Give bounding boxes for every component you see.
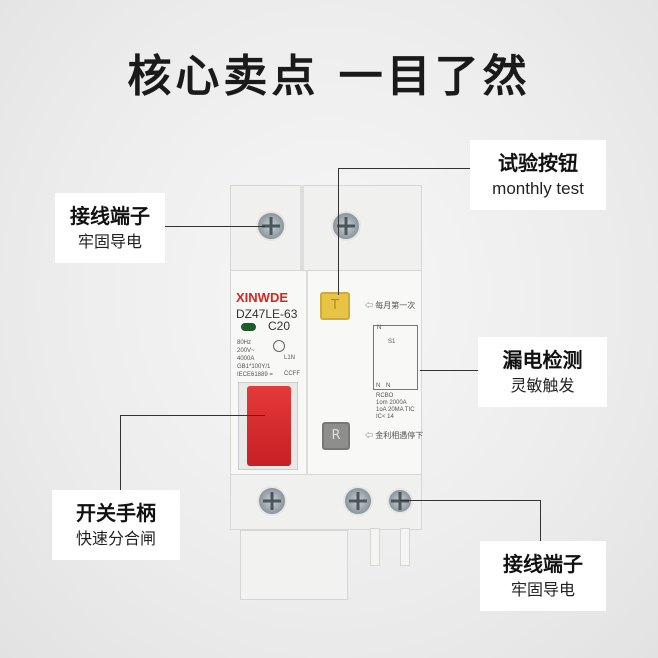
spec: 4000A (237, 356, 255, 362)
callout-test-button: 试验按钮 monthly test (470, 140, 606, 210)
callout-subtitle: 快速分合闸 (75, 529, 156, 548)
callout-subtitle: monthly test (492, 179, 584, 198)
spec: GB1*100Y/1 (237, 364, 271, 370)
screw-icon (331, 211, 361, 241)
callout-title: 漏电检测 (502, 348, 583, 372)
diagram-label: N (377, 325, 382, 331)
spec: 200V~ (237, 348, 255, 354)
page-title: 核心卖点 一目了然 (127, 51, 531, 102)
terminal-pin (370, 528, 380, 566)
diagram-label: N (376, 383, 381, 389)
leader-line (120, 415, 265, 416)
rcbo-line: IC< 14 (376, 414, 394, 420)
callout-title: 接线端子 (70, 204, 150, 228)
callout-bottom-terminal: 接线端子 牢固导电 (480, 541, 606, 611)
brand-logo: XINWDE (236, 290, 288, 305)
leader-line (338, 168, 339, 295)
terminal-pin (400, 528, 410, 566)
diagram-label: N (386, 383, 391, 389)
diagram-label: S1 (388, 339, 396, 345)
ccc-icon (273, 340, 285, 352)
leader-line (120, 415, 121, 490)
screw-icon (343, 486, 373, 516)
rcbo-line: RCBO (376, 393, 394, 399)
callout-subtitle: 牢固导电 (77, 232, 142, 251)
reset-note-text: 金利相遇停下 (375, 431, 424, 440)
test-note: ⇦ 每月第一次 (365, 301, 416, 310)
spec: IECE61889 = (237, 372, 273, 378)
rcbo-text: RCBO 1om 2000A 1oA 20MA TIC IC< 14 (376, 393, 415, 421)
test-note-text: 每月第一次 (375, 301, 416, 310)
callout-leakage: 漏电检测 灵敏触发 (478, 337, 607, 407)
terminal-mark: L1N (284, 355, 296, 361)
screw-icon (387, 488, 413, 514)
callout-subtitle: 牢固导电 (510, 580, 575, 599)
callout-title: 试验按钮 (498, 151, 578, 175)
indicator-light (241, 323, 256, 331)
divider (306, 270, 308, 475)
leader-line (338, 168, 470, 169)
circuit-diagram (373, 325, 418, 390)
callout-title: 接线端子 (503, 552, 583, 576)
leader-line (540, 500, 541, 541)
spec: 80Hz (237, 340, 252, 346)
divider (300, 185, 304, 273)
callout-handle: 开关手柄 快速分合闸 (52, 490, 180, 560)
rating-label: C20 (268, 319, 291, 333)
callout-title: 开关手柄 (76, 501, 156, 525)
switch-handle[interactable] (247, 386, 291, 466)
leader-line (420, 370, 478, 371)
rail-clip (240, 530, 348, 600)
callout-top-terminal: 接线端子 牢固导电 (55, 193, 165, 263)
screw-icon (257, 486, 287, 516)
leader-line (400, 500, 540, 501)
spec-text: 80Hz 200V~ 4000A GB1*100Y/1 IECE61889 = (237, 339, 273, 379)
model-label: DZ47LE-63 (236, 307, 298, 321)
rcbo-line: 1oA 20MA TIC (376, 407, 415, 413)
test-button[interactable]: T (320, 292, 350, 320)
rcbo-line: 1om 2000A (376, 400, 407, 406)
terminal-mark: CCFF (284, 371, 300, 377)
callout-subtitle: 灵敏触发 (510, 376, 575, 395)
leader-line (165, 226, 265, 227)
reset-note: ⇦ 金利相遇停下 (365, 431, 424, 440)
reset-button[interactable]: R (322, 422, 350, 450)
